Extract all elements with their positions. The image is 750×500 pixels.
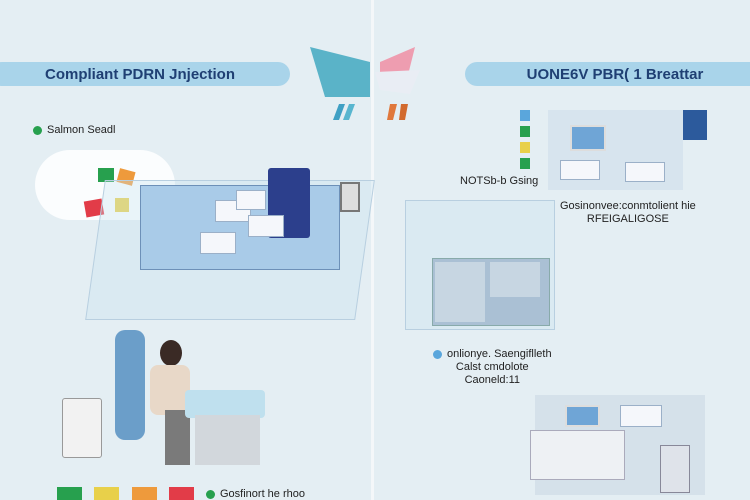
- product-box: [625, 162, 665, 182]
- product-box: [236, 190, 266, 210]
- air-purifier-illustration: [62, 398, 102, 458]
- orange-swatch: [132, 487, 157, 500]
- green-dot-icon: [33, 125, 42, 135]
- green-swatch: [520, 126, 530, 137]
- right-title-banner: UONE6V PBR( 1 Breattar: [465, 62, 750, 86]
- frame-illustration: [340, 182, 360, 212]
- green-dot-icon: [206, 489, 215, 499]
- right-label-3-line3: Caoneld:11: [464, 374, 521, 386]
- right-label-3-line1: onlionye. Saengiflleth: [447, 348, 552, 360]
- red-swatch: [169, 487, 194, 500]
- right-label-2-line1: Gosinonvee:conmtolient hie: [560, 200, 696, 212]
- wall-screen: [683, 110, 707, 140]
- desk-illustration: [195, 415, 260, 465]
- left-bullet: Salmon Seadl: [33, 124, 116, 136]
- shelf-right: [490, 262, 540, 297]
- shelf-left: [435, 262, 485, 322]
- yellow-swatch: [94, 487, 119, 500]
- blue-swatch: [520, 110, 530, 121]
- product-box: [620, 405, 662, 427]
- person-head: [160, 340, 182, 366]
- bottom-bullet: Gosfinort he rhoo: [206, 488, 305, 500]
- sticky-note-icon: [115, 198, 129, 212]
- printer-illustration: [660, 445, 690, 493]
- right-label-2-line2: RFEIGALIGOSE: [586, 213, 669, 225]
- center-divider: [371, 0, 374, 500]
- person-body: [150, 365, 190, 415]
- product-box: [248, 215, 284, 237]
- logo-icon: [310, 47, 420, 120]
- computer-monitor: [570, 125, 606, 151]
- bed-illustration: [185, 390, 265, 418]
- green-swatch: [57, 487, 82, 500]
- product-box: [560, 160, 600, 180]
- blue-dot-icon: [433, 349, 442, 359]
- chair-illustration: [115, 330, 145, 440]
- reception-desk: [530, 430, 625, 480]
- left-title: Compliant PDRN Jnjection: [44, 65, 235, 83]
- right-label-1: NOTSb-b Gsing: [460, 175, 539, 187]
- right-label-3-line2: Calst cmdolote: [455, 361, 529, 373]
- right-title: UONE6V PBR( 1 Breattar: [526, 65, 704, 83]
- computer-monitor: [565, 405, 600, 427]
- yellow-swatch: [520, 142, 530, 153]
- person-legs: [165, 410, 190, 465]
- bottom-bullet-text: Gosfinort he rhoo: [220, 488, 305, 500]
- sticky-note-icon: [98, 168, 114, 182]
- left-title-banner: Compliant PDRN Jnjection: [0, 62, 290, 86]
- left-bullet-text: Salmon Seadl: [47, 124, 116, 136]
- green-swatch: [520, 158, 530, 169]
- product-box: [200, 232, 236, 254]
